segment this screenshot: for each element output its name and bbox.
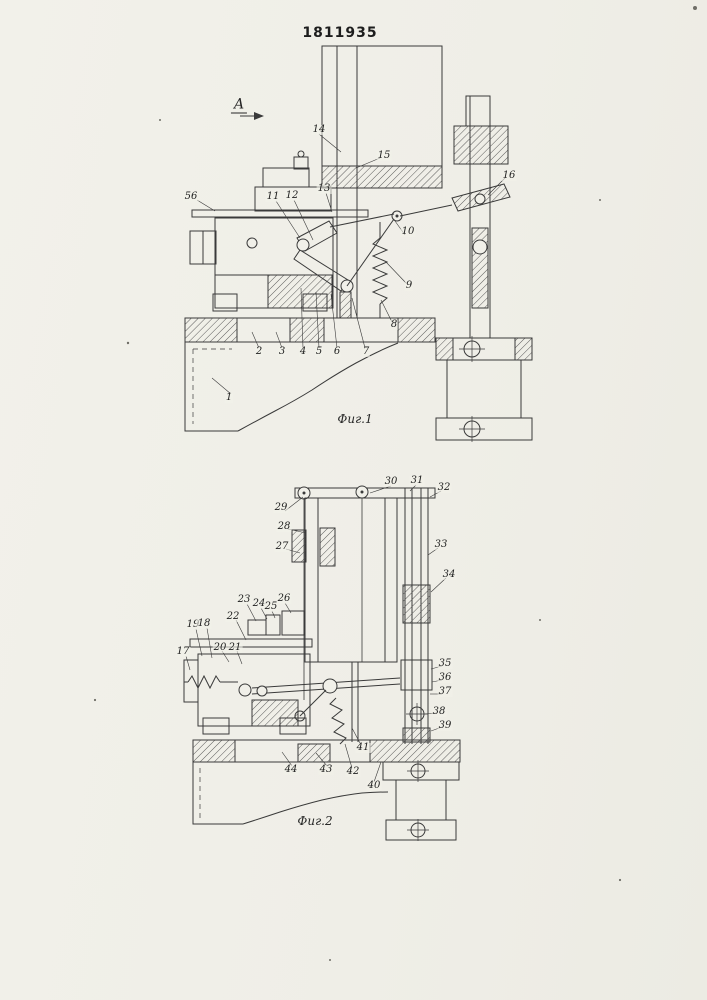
view-direction-label: A: [230, 97, 248, 114]
fig2-guide-rails: [400, 488, 433, 744]
fig1-view-arrow: [240, 112, 264, 120]
fig2-cylinder-flange: [382, 760, 460, 841]
fig2-base-plate: [192, 739, 461, 763]
figure2-caption: Фиг.2: [297, 814, 333, 828]
fig1-leader-lines: [196, 133, 506, 395]
fig1-slide-rail: [191, 209, 369, 218]
fig1-cylinder-flange: [435, 336, 533, 442]
fig1-spring: [371, 222, 389, 318]
figure2-drawing: [183, 484, 461, 841]
fig1-carriage-housing: [189, 150, 334, 312]
fig1-guide-rod: [453, 95, 509, 338]
fig2-return-spring: [184, 674, 238, 690]
fig1-base-plate: [184, 317, 436, 343]
fig2-linkage: [251, 677, 401, 722]
fig1-machine-column: [321, 45, 443, 318]
fig2-tension-spring: [329, 662, 359, 745]
fig2-carriage-housing: [183, 653, 311, 735]
fig1-linkage: [293, 213, 395, 319]
patent-number: 1811935: [302, 25, 378, 41]
fig2-support-bracket: [192, 762, 389, 825]
fig1-clamp-lever: [391, 183, 511, 222]
scan-specks: [93, 6, 697, 961]
fig2-feed-blocks: [189, 610, 313, 648]
figure1-drawing: [184, 45, 533, 442]
fig2-column-body: [291, 497, 398, 700]
fig2-top-beam: [294, 485, 436, 500]
figure1-caption: Фиг.1: [337, 412, 373, 426]
